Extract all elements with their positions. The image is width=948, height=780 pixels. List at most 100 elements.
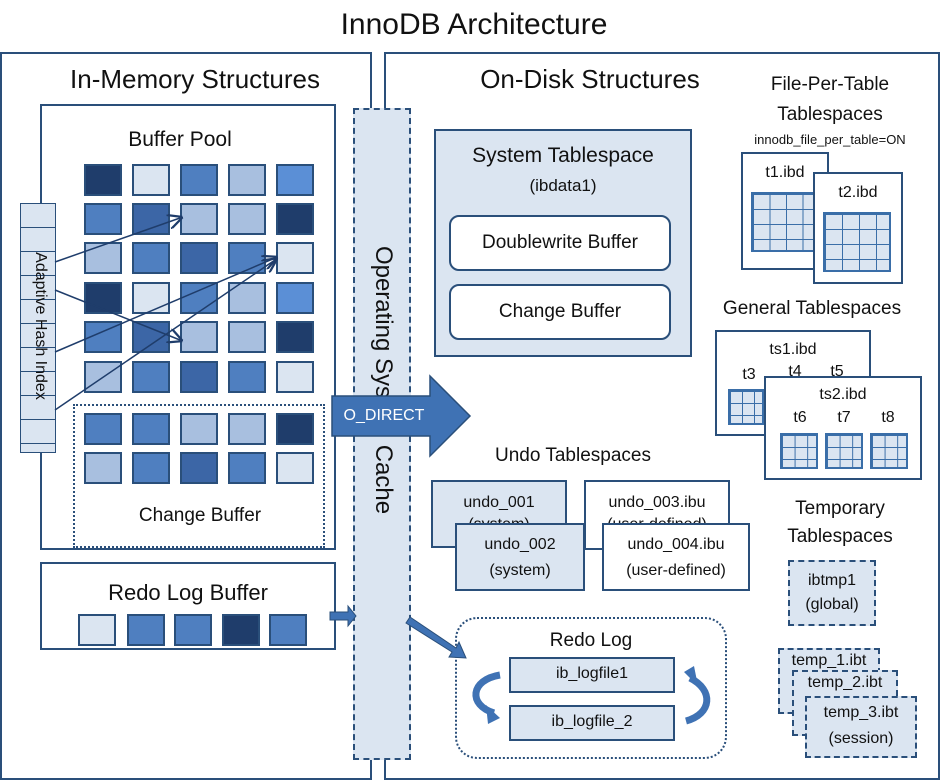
buffer-page <box>84 164 122 196</box>
undo-002-name: undo_002 <box>484 536 556 553</box>
buffer-page <box>180 242 218 274</box>
buffer-page <box>228 203 266 235</box>
diagram-title: InnoDB Architecture <box>340 8 608 41</box>
redo-log-buffer-page <box>174 614 212 646</box>
t6-label: t6 <box>793 409 807 426</box>
redo-log-region <box>455 617 727 759</box>
temporary-tablespaces-title-2: Tablespaces <box>787 526 893 547</box>
file-per-table-setting: innodb_file_per_table=ON <box>754 132 906 147</box>
t2-table-icon <box>823 212 891 272</box>
buffer-page <box>132 361 170 393</box>
t7-label: t7 <box>837 409 851 426</box>
o-direct-label: O_DIRECT <box>343 407 425 424</box>
ib-logfile2-label: ib_logfile_2 <box>551 713 633 730</box>
buffer-page <box>132 242 170 274</box>
temp-3-name: temp_3.ibt <box>823 704 899 721</box>
buffer-page <box>132 203 170 235</box>
redo-log-buffer-page <box>222 614 260 646</box>
ibtmp1-name: ibtmp1 <box>807 572 857 589</box>
buffer-page <box>132 164 170 196</box>
buffer-page <box>276 452 314 484</box>
buffer-page <box>276 413 314 445</box>
general-tablespaces-title: General Tablespaces <box>722 298 902 319</box>
buffer-page <box>84 282 122 314</box>
undo-004-type: (user-defined) <box>626 562 726 579</box>
t3-table-icon <box>728 389 764 425</box>
undo-tablespaces-title: Undo Tablespaces <box>495 445 651 466</box>
buffer-page <box>132 282 170 314</box>
buffer-page <box>276 282 314 314</box>
undo-002-box <box>455 523 585 591</box>
buffer-page <box>180 203 218 235</box>
t1-ibd-label: t1.ibd <box>765 164 805 181</box>
undo-002-type: (system) <box>489 562 551 579</box>
undo-001-name: undo_001 <box>463 494 535 511</box>
buffer-page <box>84 413 122 445</box>
temp-3-box <box>805 696 917 758</box>
buffer-page <box>84 321 122 353</box>
buffer-page <box>180 413 218 445</box>
buffer-page <box>180 282 218 314</box>
buffer-page <box>228 282 266 314</box>
system-change-buffer-box <box>449 284 671 340</box>
buffer-page <box>276 321 314 353</box>
undo-004-name: undo_004.ibu <box>627 536 725 553</box>
ib-logfile2-box <box>509 705 675 741</box>
doublewrite-buffer-label: Doublewrite Buffer <box>482 232 638 253</box>
doublewrite-buffer-box <box>449 215 671 271</box>
buffer-page <box>180 321 218 353</box>
on-disk-heading: On-Disk Structures <box>480 64 700 94</box>
buffer-page <box>228 242 266 274</box>
t5-label: t5 <box>830 363 844 380</box>
system-tablespace-file: (ibdata1) <box>529 176 597 195</box>
ib-logfile1-label: ib_logfile1 <box>555 665 629 682</box>
temp-1-name: temp_1.ibt <box>791 652 867 669</box>
ib-logfile1-box <box>509 657 675 693</box>
temp-2-name: temp_2.ibt <box>807 674 883 691</box>
buffer-page <box>228 413 266 445</box>
ts2-ibd-label: ts2.ibd <box>819 386 867 403</box>
buffer-page <box>276 242 314 274</box>
buffer-page <box>276 164 314 196</box>
redo-log-buffer-page <box>269 614 307 646</box>
buffer-page <box>228 164 266 196</box>
t1-table-icon <box>751 192 817 252</box>
ibtmp1-type: (global) <box>805 596 859 613</box>
file-per-table-title-2: Tablespaces <box>777 104 883 125</box>
buffer-page <box>84 361 122 393</box>
t3-label: t3 <box>742 366 756 383</box>
buffer-page <box>276 203 314 235</box>
redo-log-buffer-page <box>127 614 165 646</box>
buffer-page <box>180 361 218 393</box>
ibtmp1-box <box>788 560 876 626</box>
t8-label: t8 <box>881 409 895 426</box>
in-memory-heading: In-Memory Structures <box>70 64 320 94</box>
ts1-ibd-label: ts1.ibd <box>769 341 817 358</box>
buffer-page <box>180 164 218 196</box>
buffer-page <box>84 242 122 274</box>
system-tablespace-title: System Tablespace <box>472 144 654 167</box>
o-direct-arrow <box>331 374 472 458</box>
temp-3-session: (session) <box>828 730 894 747</box>
buffer-page <box>132 321 170 353</box>
buffer-page <box>132 413 170 445</box>
buffer-page <box>228 361 266 393</box>
buffer-page <box>84 452 122 484</box>
change-buffer-label: Change Buffer <box>138 505 262 526</box>
undo-004-box <box>602 523 750 591</box>
undo-003-name: undo_003.ibu <box>608 494 706 511</box>
buffer-page <box>132 452 170 484</box>
system-change-buffer-label: Change Buffer <box>498 301 622 322</box>
adaptive-hash-index-label: Adaptive Hash Index <box>32 252 49 400</box>
buffer-pool-label: Buffer Pool <box>128 128 232 151</box>
t6-table-icon <box>780 433 818 469</box>
redo-log-buffer-page <box>78 614 116 646</box>
buffer-page <box>228 452 266 484</box>
t8-table-icon <box>870 433 908 469</box>
buffer-page <box>84 203 122 235</box>
t4-label: t4 <box>788 363 802 380</box>
redo-log-buffer-label: Redo Log Buffer <box>108 580 268 605</box>
temporary-tablespaces-title-1: Temporary <box>795 498 885 519</box>
buffer-page <box>276 361 314 393</box>
redo-log-title: Redo Log <box>549 630 633 651</box>
